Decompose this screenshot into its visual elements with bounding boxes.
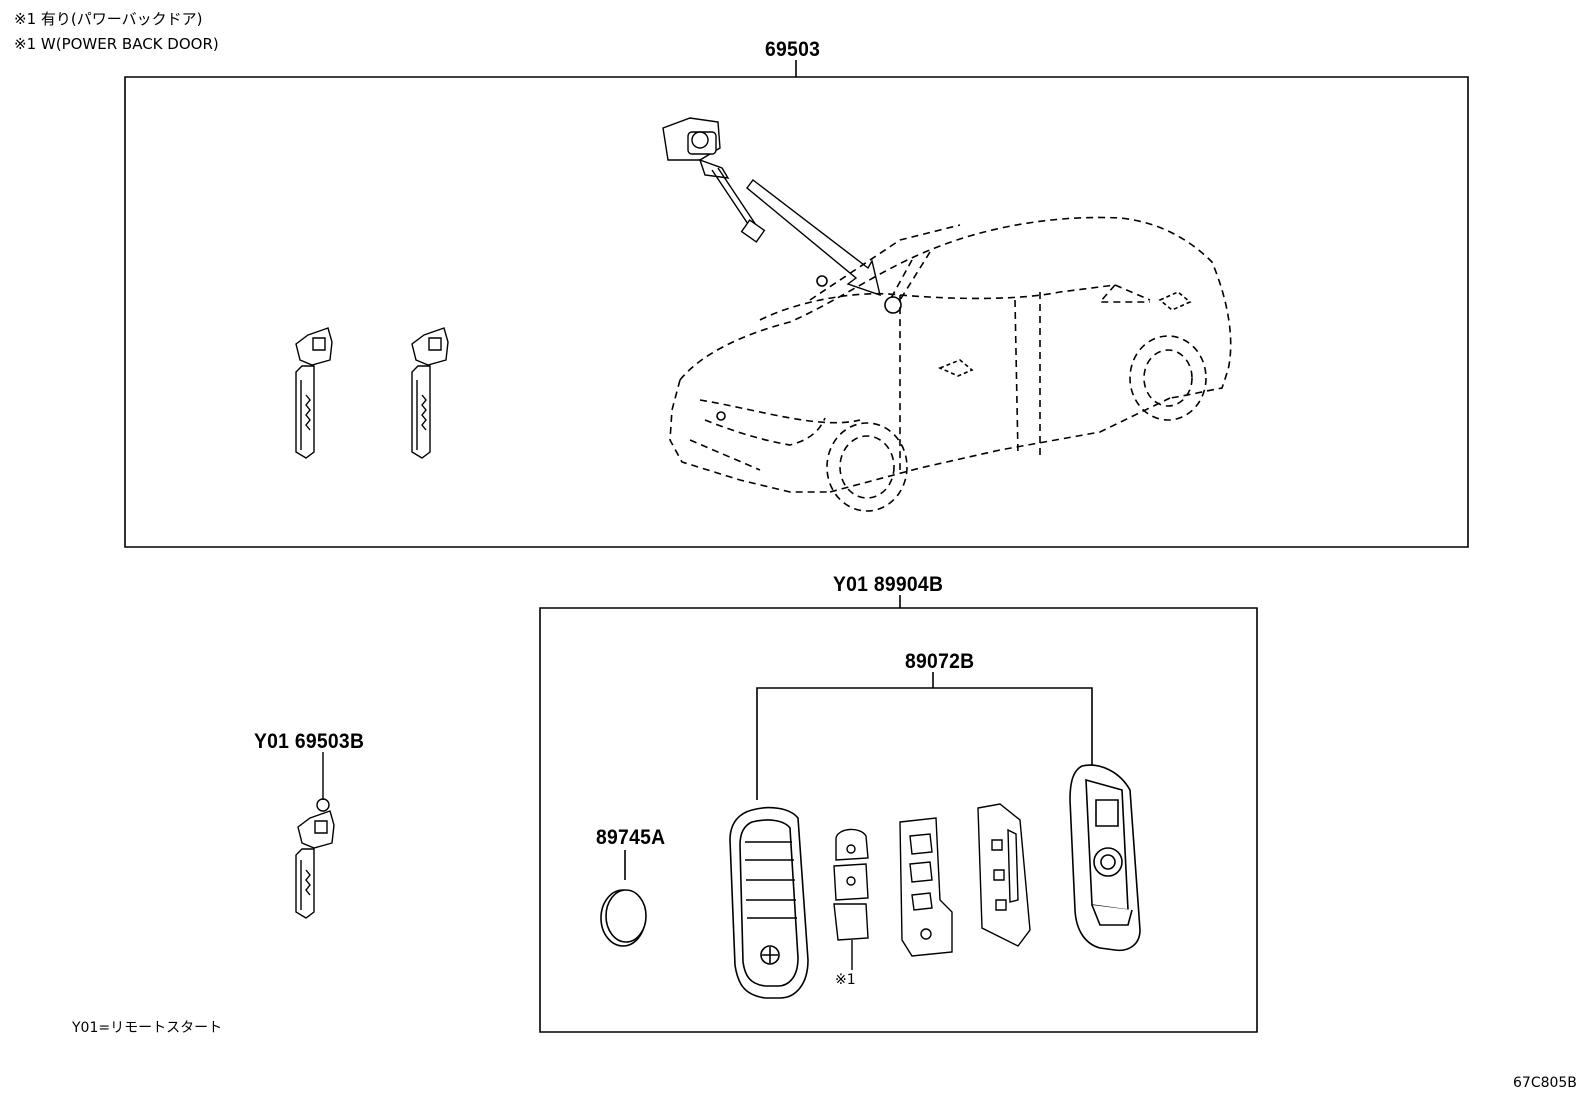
legend-text: Y01=リモートスタート — [72, 1020, 223, 1036]
key-icon — [296, 752, 334, 918]
note-line-2: ※1 W(POWER BACK DOOR) — [14, 35, 219, 53]
part-number-key-housing[interactable]: 89072B — [905, 650, 975, 673]
remote-set-frame — [540, 608, 1257, 1032]
lock-set-frame — [125, 77, 1468, 547]
diagram-code: 67C805B — [1513, 1075, 1577, 1091]
part-number-lock-set[interactable]: 69503 — [765, 38, 821, 61]
car-icon — [670, 217, 1231, 511]
circuit-board-icon — [978, 804, 1030, 946]
battery-icon — [601, 850, 646, 946]
button-pad-icon — [834, 829, 868, 970]
membrane-icon — [900, 818, 952, 956]
part-number-remote-set[interactable]: Y01 89904B — [833, 573, 944, 596]
part-number-key-blank[interactable]: Y01 69503B — [254, 730, 365, 753]
part-number-battery[interactable]: 89745A — [596, 826, 666, 849]
key-icon — [296, 328, 332, 458]
lock-cylinder-icon — [663, 118, 764, 242]
key-housing-icon — [1070, 765, 1140, 950]
key-housing-bracket — [757, 688, 1092, 800]
smart-key-shell-icon — [730, 808, 808, 998]
note-line-1: ※1 有り(パワーバックドア) — [14, 10, 203, 28]
key-icon — [412, 328, 448, 458]
footnote-marker: ※1 — [835, 972, 856, 988]
arrow-icon — [747, 180, 880, 295]
